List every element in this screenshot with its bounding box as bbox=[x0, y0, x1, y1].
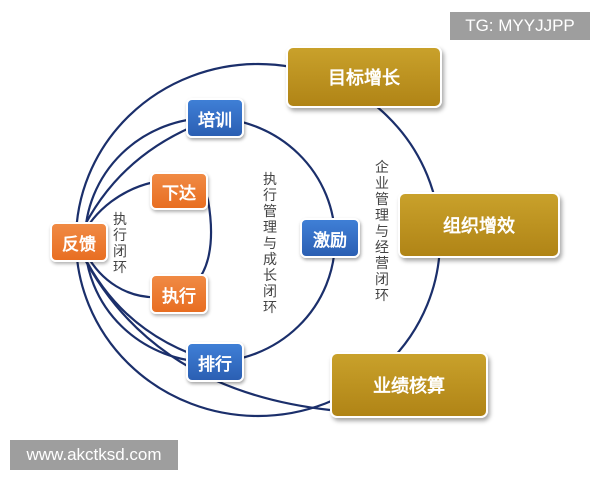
issue-label: 下达 bbox=[162, 183, 196, 204]
issue-node[interactable]: 下达 bbox=[150, 172, 208, 210]
org-efficiency-label: 组织增效 bbox=[443, 216, 515, 237]
watermark-top: TG: MYYJJPP bbox=[450, 12, 590, 40]
ranking-node[interactable]: 排行 bbox=[186, 342, 244, 382]
execution-loop-text: 执行闭环 bbox=[113, 212, 127, 276]
ranking-label: 排行 bbox=[198, 354, 232, 375]
training-label: 培训 bbox=[198, 110, 232, 131]
execute-node[interactable]: 执行 bbox=[150, 274, 208, 314]
training-node[interactable]: 培训 bbox=[186, 98, 244, 138]
execution-growth-loop-text: 执行管理与成长闭环 bbox=[263, 172, 277, 316]
feedback-label: 反馈 bbox=[62, 234, 96, 255]
performance-accounting-label: 业绩核算 bbox=[373, 376, 445, 397]
watermark-bottom: www.akctksd.com bbox=[10, 440, 178, 470]
org-efficiency-node[interactable]: 组织增效 bbox=[398, 192, 560, 258]
target-growth-label: 目标增长 bbox=[328, 68, 400, 89]
enterprise-loop-text: 企业管理与经营闭环 bbox=[375, 160, 389, 304]
motivate-node[interactable]: 激励 bbox=[300, 218, 360, 258]
execution-loop-line bbox=[78, 179, 213, 299]
feedback-to-performance-line bbox=[79, 249, 331, 412]
performance-accounting-node[interactable]: 业绩核算 bbox=[330, 352, 488, 418]
execute-label: 执行 bbox=[162, 286, 196, 307]
feedback-node[interactable]: 反馈 bbox=[50, 222, 108, 262]
target-growth-node[interactable]: 目标增长 bbox=[286, 46, 442, 108]
motivate-label: 激励 bbox=[313, 230, 347, 251]
